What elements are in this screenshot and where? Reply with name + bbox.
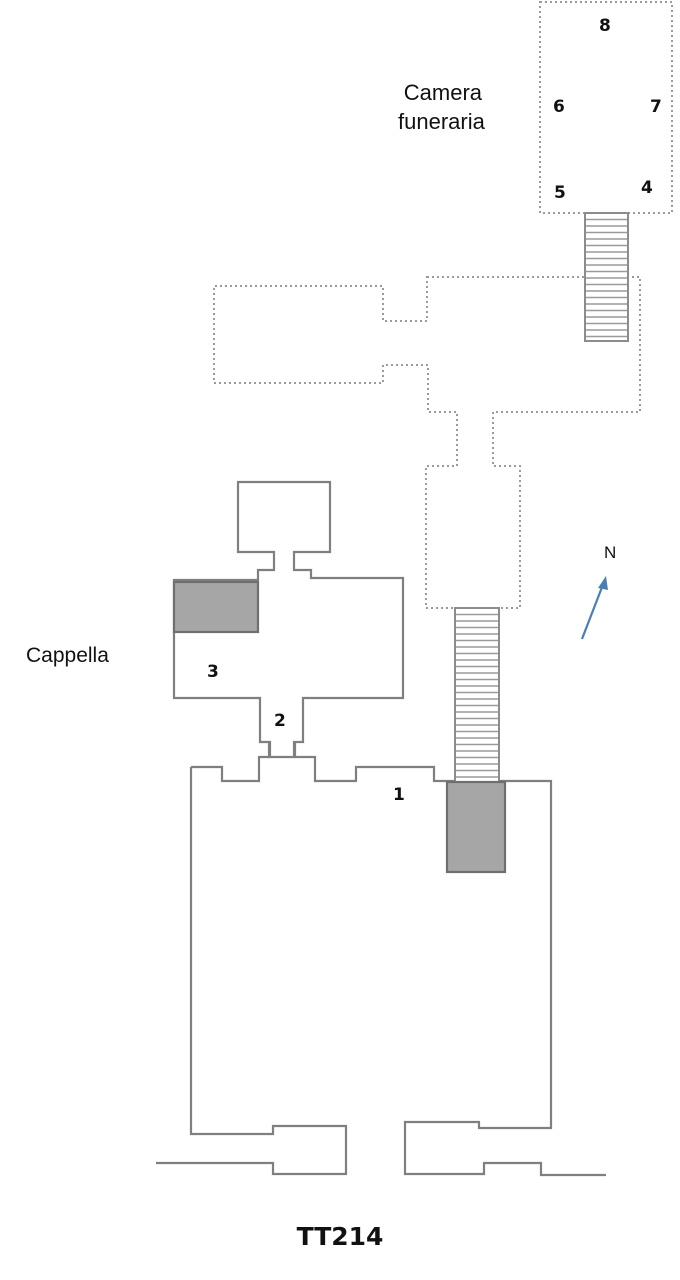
main-hall-shaft	[445, 780, 507, 874]
burial-chamber-label-line1: Camera	[403, 80, 483, 105]
chapel-niche-outline	[172, 480, 405, 759]
marker-1: 1	[393, 785, 405, 805]
burial-chamber-outline	[539, 1, 673, 214]
chapel-label: Cappella	[26, 644, 109, 667]
marker-6: 6	[553, 97, 565, 117]
north-arrow-icon	[580, 576, 608, 640]
north-label: N	[604, 543, 617, 562]
main-hall-outline	[156, 742, 606, 1177]
marker-8: 8	[599, 16, 611, 36]
plan-title: TT214	[296, 1222, 384, 1251]
marker-2: 2	[274, 711, 286, 731]
chapel-shaft	[172, 580, 260, 634]
upper-staircase	[584, 212, 629, 342]
lower-staircase	[454, 607, 500, 784]
marker-5: 5	[554, 183, 566, 203]
marker-3: 3	[207, 662, 219, 682]
marker-4: 4	[641, 178, 653, 198]
marker-7: 7	[650, 97, 662, 117]
underground-rooms-outline	[213, 276, 641, 609]
burial-chamber-label-line2: funeraria	[398, 109, 485, 134]
burial-chamber-label: Camera funeraria	[398, 78, 485, 136]
